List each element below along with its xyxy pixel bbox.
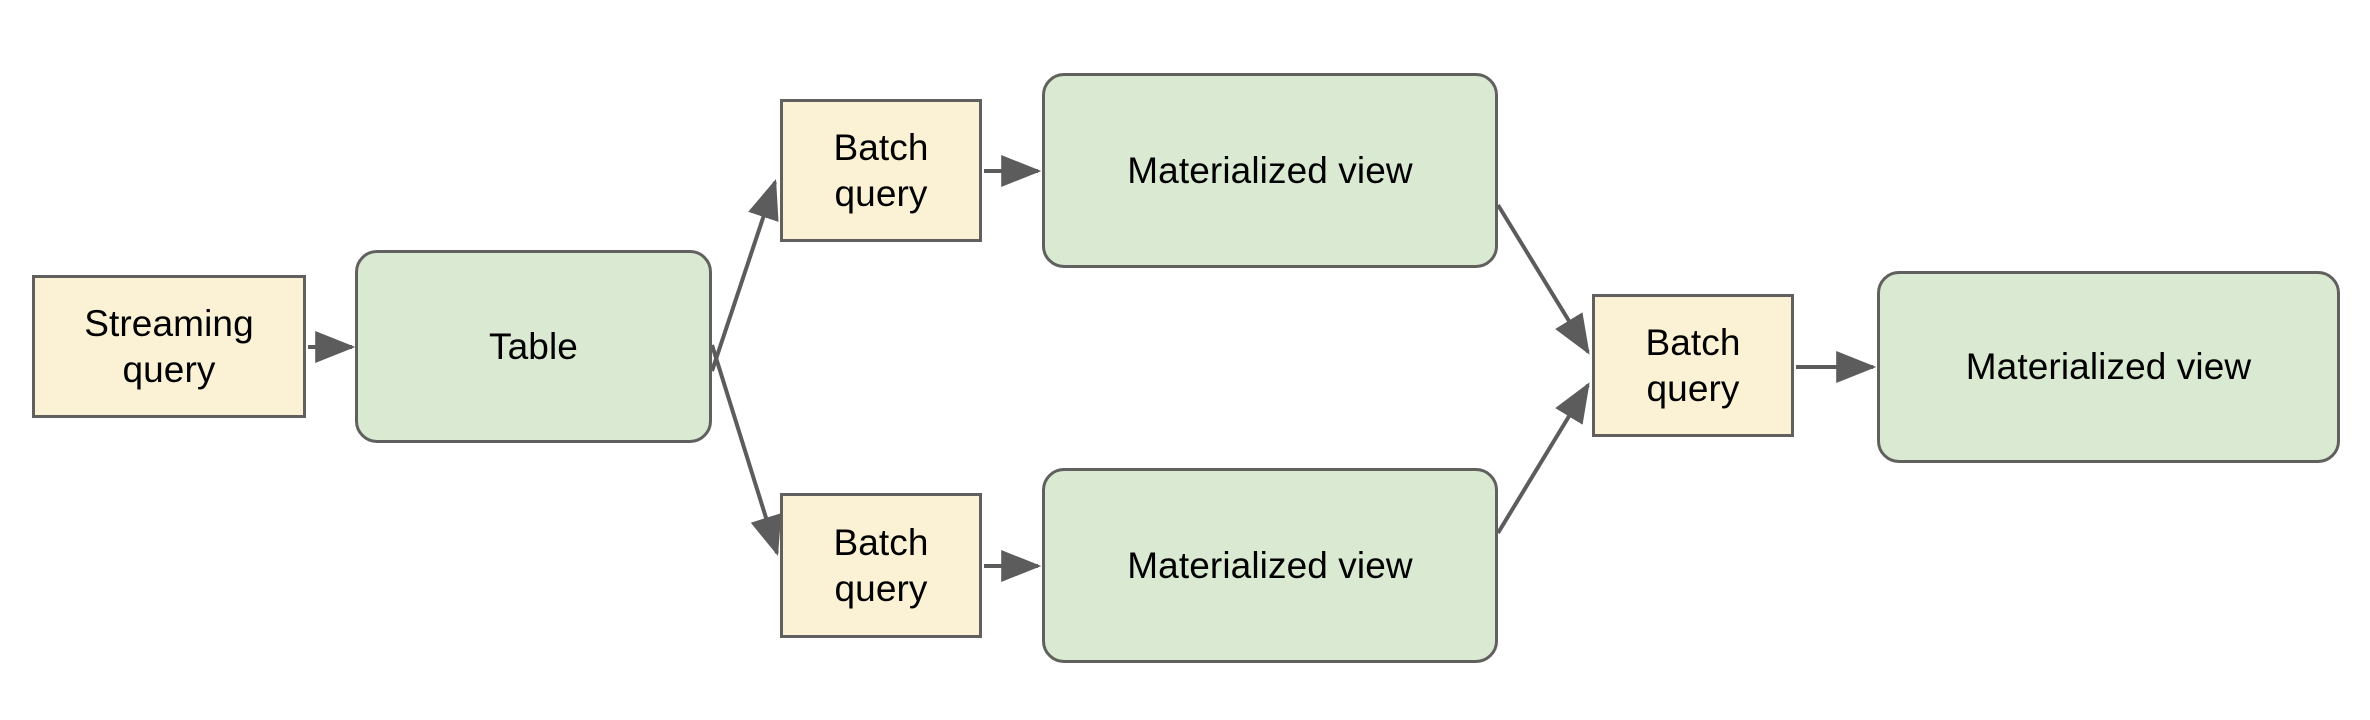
node-batch-query-right[interactable]: Batch query (1592, 294, 1794, 437)
node-streaming-query[interactable]: Streaming query (32, 275, 306, 418)
edge-materialized-view-bottom-to-batch-query-right (1496, 382, 1590, 535)
node-materialized-view-final[interactable]: Materialized view (1877, 271, 2340, 463)
node-table[interactable]: Table (355, 250, 712, 443)
node-batch-query-bottom[interactable]: Batch query (780, 493, 982, 638)
node-materialized-view-top[interactable]: Materialized view (1042, 73, 1498, 268)
edge-table-to-batch-query-top (710, 178, 779, 372)
edge-materialized-view-top-to-batch-query-right (1496, 203, 1590, 355)
node-batch-query-top[interactable]: Batch query (780, 99, 982, 242)
edge-table-to-batch-query-bottom (710, 344, 782, 557)
node-materialized-view-bottom[interactable]: Materialized view (1042, 468, 1498, 663)
